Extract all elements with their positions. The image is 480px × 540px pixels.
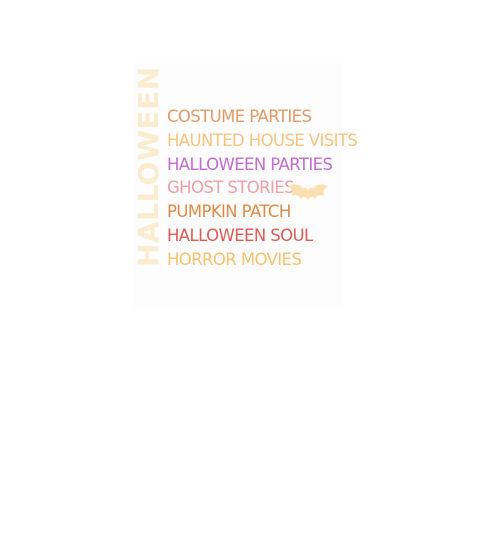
list-item: HALLOWEEN PARTIES bbox=[167, 154, 333, 174]
list-item: HALLOWEEN SOUL bbox=[167, 225, 313, 245]
activity-list: COSTUME PARTIES HAUNTED HOUSE VISITS HAL… bbox=[167, 105, 358, 272]
list-item: HAUNTED HOUSE VISITS bbox=[167, 130, 358, 150]
list-item: GHOST STORIES bbox=[167, 178, 295, 198]
list-item: PUMPKIN PATCH bbox=[167, 202, 291, 222]
bat-icon bbox=[288, 184, 328, 200]
list-item: COSTUME PARTIES bbox=[167, 107, 312, 126]
list-item: HORROR MOVIES bbox=[167, 249, 302, 269]
side-word-halloween: HALLOWEEN bbox=[132, 66, 165, 267]
shirt-design bbox=[133, 62, 343, 308]
